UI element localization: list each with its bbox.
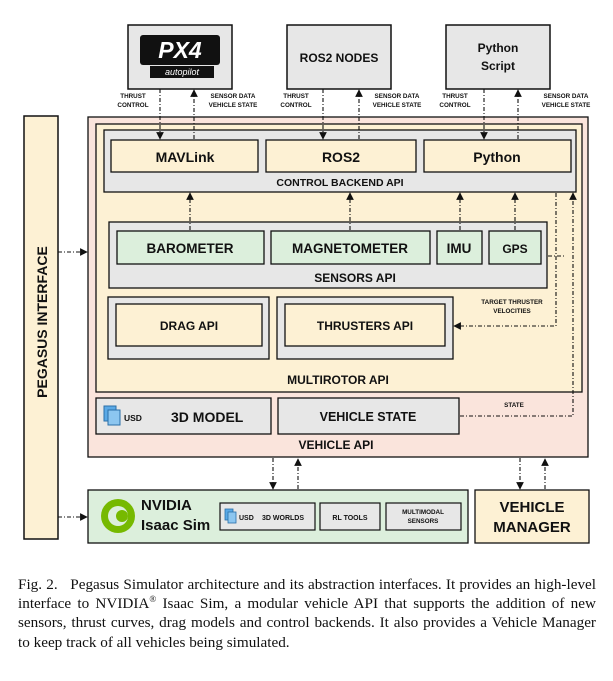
px4-logo: PX4 autopilot — [140, 35, 220, 78]
thrust-label-2b: CONTROL — [280, 102, 311, 109]
python-script-label-1: Python — [478, 41, 519, 55]
imu-label: IMU — [447, 241, 472, 256]
thrust-label-2a: THRUST — [283, 93, 309, 100]
barometer-box — [116, 230, 265, 265]
pegasus-interface: PEGASUS INTERFACE — [23, 115, 59, 540]
thrust-label-3b: CONTROL — [439, 102, 470, 109]
caption-reg: ® — [149, 594, 157, 605]
target-thruster-label-2: VELOCITIES — [493, 308, 530, 315]
worlds-usd-label: USD — [239, 515, 254, 522]
gps-box — [488, 230, 542, 265]
caption-text-2: Isaac Sim, a modular vehicle API that su… — [18, 595, 596, 651]
sensors-api: SENSORS API BAROMETER MAGNETOMETER IMU G… — [108, 221, 548, 289]
px4-box: PX4 autopilot — [127, 24, 233, 90]
px4-brand: PX4 — [158, 37, 202, 63]
thrust-label-1b: CONTROL — [117, 102, 148, 109]
3d-model-label: 3D MODEL — [171, 409, 244, 425]
drag-api: DRAG API — [107, 296, 270, 360]
sensor-label-2b: VEHICLE STATE — [373, 102, 422, 109]
usd-label: USD — [124, 413, 142, 423]
ros2-label: ROS2 — [322, 149, 360, 165]
control-backend-title: CONTROL BACKEND API — [276, 177, 403, 189]
thrusters-api: THRUSTERS API — [276, 296, 454, 360]
magnetometer-label: MAGNETOMETER — [292, 241, 408, 256]
python-script-box: Python Script — [445, 24, 551, 90]
pegasus-label: PEGASUS INTERFACE — [34, 246, 50, 398]
usd-icon — [103, 405, 121, 426]
isaac-sim-box: NVIDIA Isaac Sim USD 3D WORLDS RL TOOLS … — [87, 489, 469, 544]
px4-sub: autopilot — [165, 67, 200, 77]
nvidia-icon — [101, 499, 135, 533]
ros2-nodes-box: ROS2 NODES — [286, 24, 392, 90]
sensor-label-2a: SENSOR DATA — [375, 93, 420, 100]
vehicle-api-title: VEHICLE API — [299, 438, 374, 452]
sensor-label-1b: VEHICLE STATE — [209, 102, 258, 109]
sensor-label-1a: SENSOR DATA — [211, 93, 256, 100]
mavlink-box — [110, 139, 259, 173]
multimodal-box — [385, 502, 462, 531]
caption-prefix: Fig. 2. — [18, 576, 58, 593]
ros2-box — [265, 139, 417, 173]
rl-tools-label: RL TOOLS — [332, 515, 367, 522]
thrusters-api-label: THRUSTERS API — [317, 319, 413, 333]
imu-box — [436, 230, 483, 265]
barometer-label: BAROMETER — [147, 241, 234, 256]
mavlink-label: MAVLink — [156, 149, 215, 165]
rl-tools-box — [319, 502, 381, 531]
sensor-label-3b: VEHICLE STATE — [542, 102, 591, 109]
connector-arrows — [58, 89, 577, 521]
3d-model-box: USD 3D MODEL — [95, 397, 272, 435]
state-label: STATE — [504, 402, 524, 409]
sensor-label-3a: SENSOR DATA — [544, 93, 589, 100]
figure-caption: Fig. 2. Pegasus Simulator architecture a… — [18, 575, 596, 652]
multimodal-label-2: SENSORS — [408, 518, 439, 525]
ros2-nodes-label: ROS2 NODES — [300, 51, 379, 65]
target-thruster-label-1: TARGET THRUSTER — [481, 299, 543, 306]
sensors-api-title: SENSORS API — [314, 271, 396, 285]
drag-api-label: DRAG API — [160, 319, 218, 333]
thrust-label-1a: THRUST — [120, 93, 146, 100]
python-label: Python — [473, 149, 520, 165]
architecture-diagram: PX4 autopilot ROS2 NODES Python Script T… — [23, 24, 591, 544]
vehicle-state-label: VEHICLE STATE — [320, 410, 417, 424]
nvidia-label: NVIDIA — [141, 497, 192, 514]
vehicle-manager-label-1: VEHICLE — [499, 499, 564, 516]
gps-label: GPS — [502, 242, 527, 256]
vehicle-manager-label-2: MANAGER — [493, 519, 571, 536]
python-box — [423, 139, 572, 173]
magnetometer-box — [270, 230, 431, 265]
vehicle-state-box: VEHICLE STATE — [277, 397, 460, 435]
3d-worlds-label: 3D WORLDS — [262, 515, 304, 522]
python-script-label-2: Script — [481, 59, 515, 73]
multirotor-api-title: MULTIROTOR API — [287, 373, 389, 387]
multimodal-label-1: MULTIMODAL — [402, 509, 444, 516]
usd-worlds-icon — [224, 508, 237, 524]
caption-text-1: Pegasus Simulator architecture and its a… — [18, 576, 596, 613]
isaac-sim-label: Isaac Sim — [141, 517, 210, 534]
control-backend-api: CONTROL BACKEND API MAVLink ROS2 Python — [103, 129, 577, 193]
thrust-label-3a: THRUST — [442, 93, 468, 100]
vehicle-manager-box: VEHICLE MANAGER — [474, 489, 590, 544]
